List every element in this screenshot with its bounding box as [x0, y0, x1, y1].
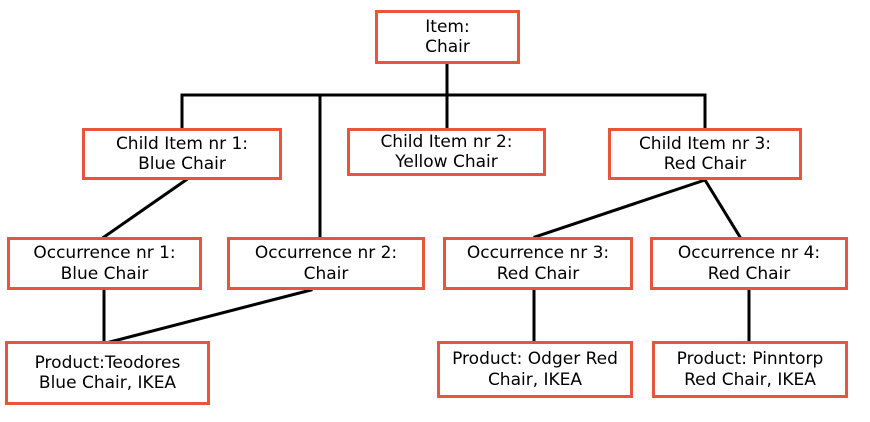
node-line-1: Product: Odger Red	[452, 349, 618, 370]
node-line-2: Red Chair	[663, 154, 747, 174]
connector-child3-to-occurrence3	[533, 178, 707, 239]
node-product-pinntorp[interactable]: Product: Pinntorp Red Chair, IKEA	[652, 341, 848, 398]
node-occurrence-4[interactable]: Occurrence nr 4: Red Chair	[650, 237, 848, 290]
node-line-2: Red Chair, IKEA	[684, 369, 816, 390]
node-occurrence-1[interactable]: Occurrence nr 1: Blue Chair	[7, 237, 202, 290]
node-product-teodores[interactable]: Product:Teodores Blue Chair, IKEA	[5, 341, 210, 405]
node-line-1: Occurrence nr 3:	[466, 243, 610, 264]
node-product-odger[interactable]: Product: Odger Red Chair, IKEA	[437, 341, 633, 398]
node-line-1: Occurrence nr 2:	[254, 243, 398, 264]
node-occurrence-2[interactable]: Occurrence nr 2: Chair	[227, 237, 425, 290]
connector-child3-to-occurrence4	[702, 177, 743, 240]
node-line-1: Occurrence nr 4:	[677, 243, 821, 264]
node-item-root[interactable]: Item: Chair	[375, 10, 520, 64]
node-line-2: Blue Chair, IKEA	[38, 373, 177, 393]
node-line-2: Chair	[425, 37, 470, 57]
node-child-item-2[interactable]: Child Item nr 2: Yellow Chair	[347, 128, 546, 176]
node-line-2: Red Chair	[707, 263, 791, 284]
node-line-1: Occurrence nr 1:	[33, 243, 176, 264]
node-line-2: Red Chair	[496, 263, 580, 284]
node-child-item-1[interactable]: Child Item nr 1: Blue Chair	[82, 128, 282, 180]
node-line-1: Item:	[425, 16, 470, 37]
node-child-item-3[interactable]: Child Item nr 3: Red Chair	[608, 128, 802, 180]
node-occurrence-3[interactable]: Occurrence nr 3: Red Chair	[443, 237, 633, 290]
node-line-2: Chair, IKEA	[487, 369, 583, 390]
node-line-1: Child Item nr 3:	[638, 133, 772, 154]
connector-occurrence2-to-product1	[104, 288, 313, 345]
node-line-1: Product: Pinntorp	[676, 349, 824, 370]
connector-child1-to-occurrence1	[101, 177, 189, 240]
node-line-2: Blue Chair	[60, 263, 149, 284]
node-line-1: Product:Teodores	[34, 352, 181, 373]
node-line-1: Child Item nr 2:	[380, 131, 513, 152]
node-line-2: Chair	[303, 263, 349, 284]
node-line-2: Blue Chair	[138, 154, 226, 174]
node-line-2: Yellow Chair	[395, 152, 498, 172]
node-line-1: Child Item nr 1:	[115, 133, 249, 154]
